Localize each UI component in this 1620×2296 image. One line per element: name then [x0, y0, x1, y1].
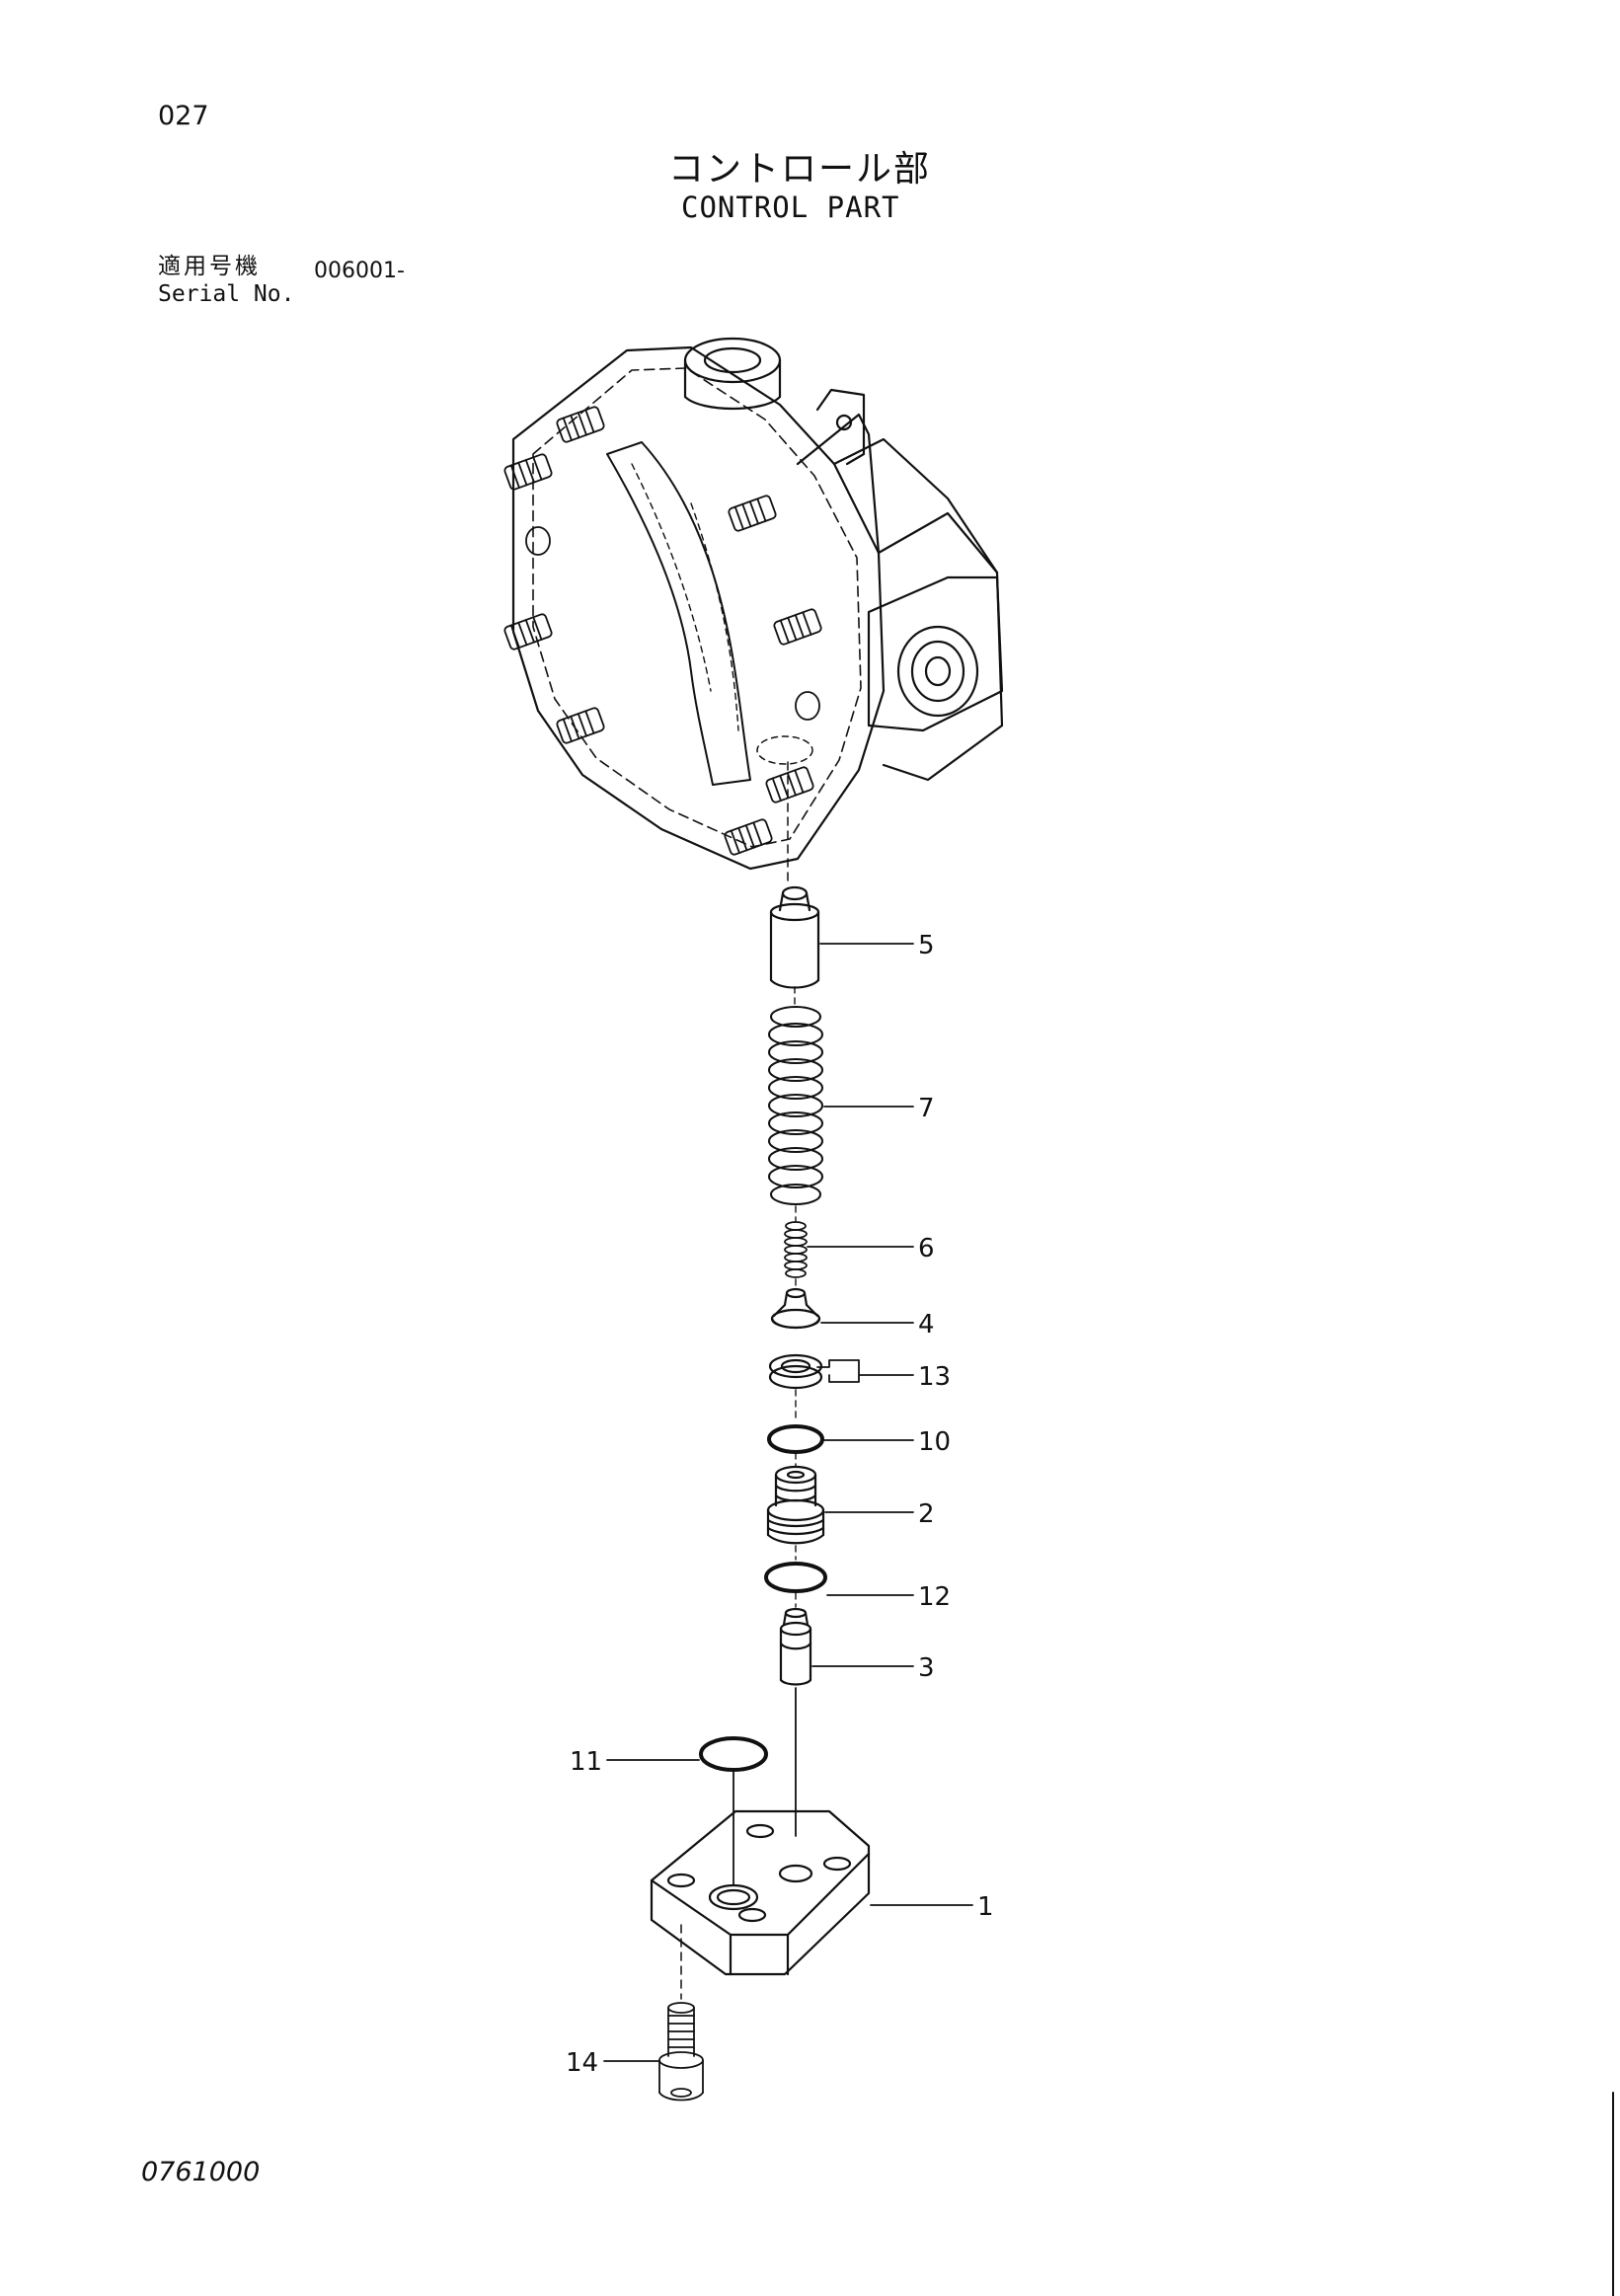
- part-7-large-spring: [768, 1006, 823, 1205]
- callout-1: 1: [977, 1892, 994, 1922]
- page-title-english: CONTROL PART: [681, 191, 900, 224]
- part-4-spring-seat: [770, 1287, 821, 1330]
- leader-lines: [603, 943, 973, 2062]
- callout-13: 13: [918, 1362, 951, 1392]
- part-11-o-ring: [699, 1736, 768, 1772]
- callout-5: 5: [918, 931, 935, 960]
- callout-3: 3: [918, 1653, 935, 1683]
- part-5-spool: [769, 885, 820, 989]
- part-12-o-ring: [764, 1562, 827, 1593]
- part-2-sleeve: [766, 1465, 825, 1545]
- part-13-shims: [768, 1353, 823, 1390]
- callout-10: 10: [918, 1427, 951, 1457]
- callout-2: 2: [918, 1499, 935, 1529]
- part-10-o-ring: [767, 1424, 824, 1454]
- stud-bolts: [503, 406, 822, 856]
- callout-12: 12: [918, 1582, 951, 1612]
- callout-6: 6: [918, 1234, 935, 1263]
- serial-number-value: 006001-: [314, 259, 405, 283]
- page-title-japanese: コントロール部: [668, 149, 932, 190]
- drawing-code: 0761000: [141, 2157, 261, 2187]
- serial-label-english: Serial No.: [158, 281, 295, 307]
- callout-labels: 5 7 6 4 13 10 2 12 3 11 1 14: [566, 931, 994, 2078]
- part-3-piston: [779, 1607, 812, 1686]
- callout-7: 7: [918, 1094, 935, 1123]
- callout-4: 4: [918, 1310, 935, 1339]
- part-6-small-spring: [784, 1221, 808, 1278]
- callout-14: 14: [566, 2048, 598, 2078]
- callout-11: 11: [570, 1747, 602, 1777]
- serial-label-japanese: 適用号機: [158, 254, 261, 279]
- pump-housing-drawing: [503, 337, 1004, 871]
- part-1-cover-plate: [650, 1809, 871, 1976]
- part-14-cap-screw: [658, 2002, 704, 2102]
- page-number: 027: [158, 101, 209, 131]
